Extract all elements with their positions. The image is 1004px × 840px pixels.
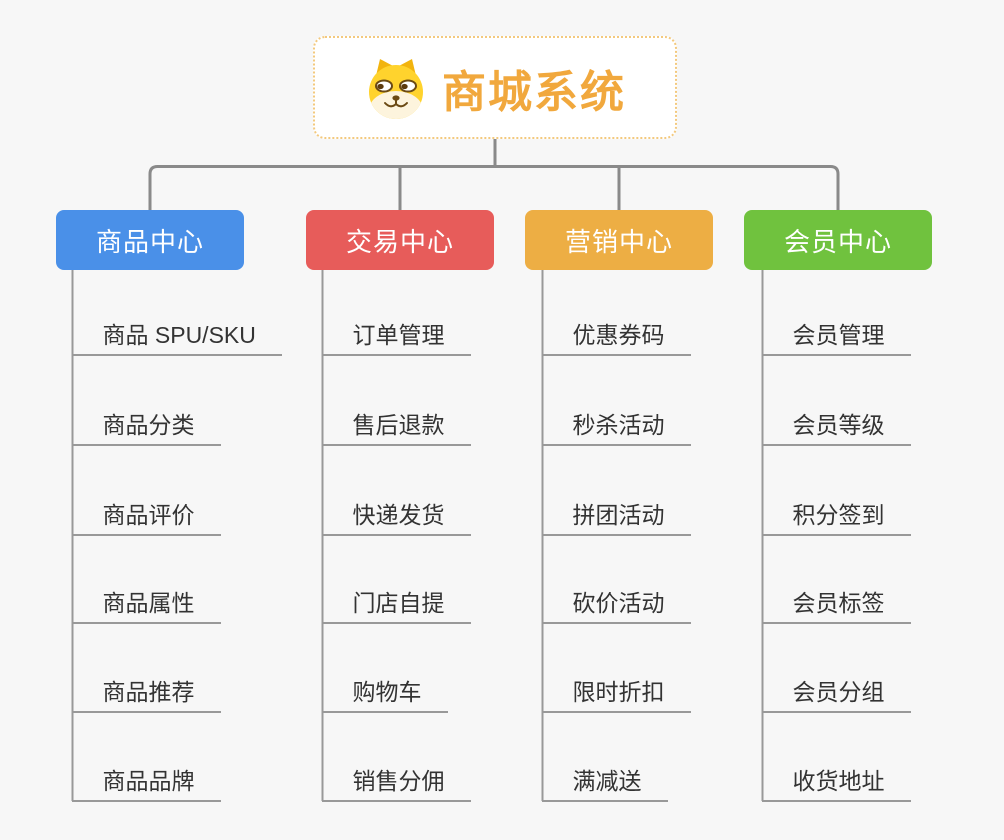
dog-icon <box>364 56 428 120</box>
topic-item[interactable]: 销售分佣 <box>321 770 471 802</box>
topic-item[interactable]: 商品属性 <box>71 592 221 624</box>
topic-item[interactable]: 会员分组 <box>761 681 911 713</box>
branch-member-center[interactable]: 会员中心 <box>744 210 932 270</box>
root-title: 商城系统 <box>442 67 626 117</box>
topic-item[interactable]: 会员管理 <box>761 324 911 356</box>
topic-item[interactable]: 售后退款 <box>321 414 471 446</box>
topic-item[interactable]: 会员等级 <box>761 414 911 446</box>
topic-item[interactable]: 商品评价 <box>71 504 221 536</box>
topic-item[interactable]: 商品分类 <box>71 414 221 446</box>
topic-item[interactable]: 限时折扣 <box>541 681 691 713</box>
branch-product-center[interactable]: 商品中心 <box>56 210 244 270</box>
topic-item[interactable]: 秒杀活动 <box>541 414 691 446</box>
tree-connector <box>148 139 840 210</box>
topic-item[interactable]: 购物车 <box>321 681 448 713</box>
topic-item[interactable]: 商品品牌 <box>71 770 221 802</box>
topic-item[interactable]: 订单管理 <box>321 324 471 356</box>
topic-item[interactable]: 砍价活动 <box>541 592 691 624</box>
root-node[interactable]: 商城系统 <box>313 36 677 139</box>
topic-item[interactable]: 满减送 <box>541 770 668 802</box>
topic-item[interactable]: 拼团活动 <box>541 504 691 536</box>
topic-item[interactable]: 积分签到 <box>761 504 911 536</box>
topic-item[interactable]: 门店自提 <box>321 592 471 624</box>
topic-item[interactable]: 商品 SPU/SKU <box>71 324 282 356</box>
branch-marketing-center[interactable]: 营销中心 <box>525 210 713 270</box>
topic-item[interactable]: 会员标签 <box>761 592 911 624</box>
topic-item[interactable]: 快递发货 <box>321 504 471 536</box>
topic-item[interactable]: 优惠券码 <box>541 324 691 356</box>
branch-trade-center[interactable]: 交易中心 <box>306 210 494 270</box>
topic-item[interactable]: 商品推荐 <box>71 681 221 713</box>
topic-item[interactable]: 收货地址 <box>761 770 911 802</box>
